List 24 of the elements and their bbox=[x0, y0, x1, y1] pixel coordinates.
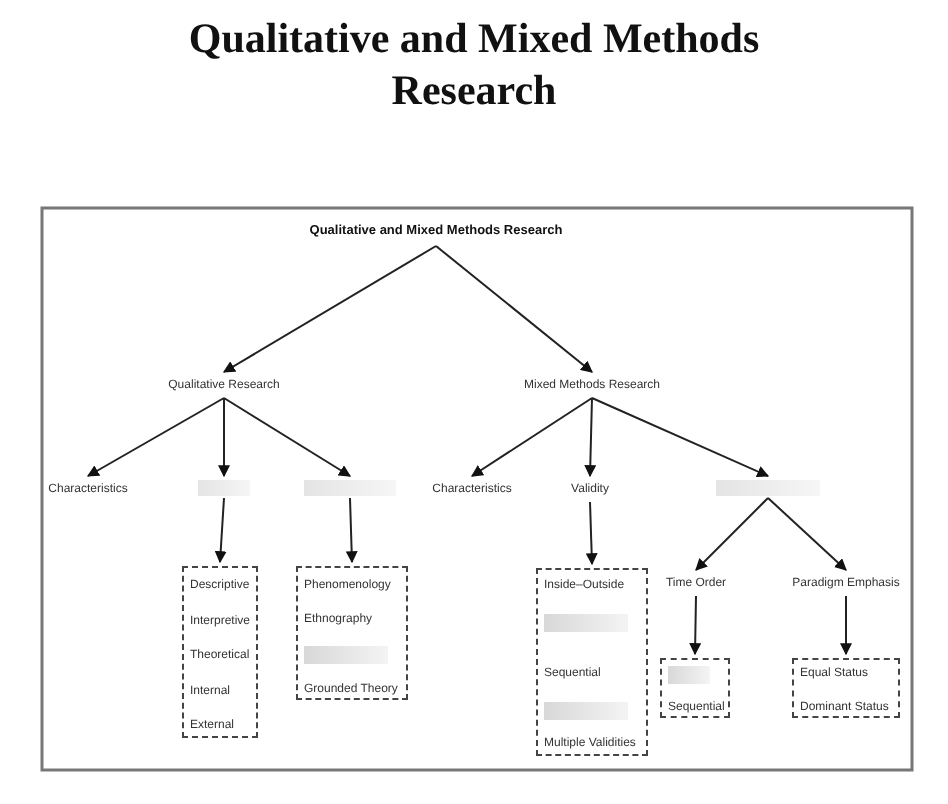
diagram-title: Qualitative and Mixed Methods Research bbox=[186, 12, 762, 116]
arrow bbox=[218, 397, 230, 478]
arrow bbox=[214, 497, 227, 564]
arrow bbox=[591, 397, 770, 478]
arrow bbox=[471, 397, 593, 477]
arrow bbox=[767, 497, 847, 571]
arrow bbox=[584, 397, 597, 478]
blank-patch bbox=[198, 480, 250, 496]
arrow bbox=[840, 595, 852, 656]
arrow bbox=[222, 245, 437, 373]
arrow bbox=[345, 497, 358, 564]
dashed-list-box bbox=[792, 658, 900, 718]
arrow bbox=[86, 397, 225, 477]
dashed-list-box bbox=[536, 568, 648, 756]
arrow bbox=[585, 501, 598, 566]
blank-patch bbox=[304, 480, 396, 496]
arrow bbox=[435, 245, 593, 373]
dashed-list-box bbox=[296, 566, 408, 700]
arrow bbox=[695, 497, 769, 571]
arrow bbox=[689, 595, 702, 656]
dashed-list-box bbox=[660, 658, 730, 718]
dashed-list-box bbox=[182, 566, 258, 738]
arrow bbox=[223, 397, 351, 477]
blank-patch bbox=[716, 480, 820, 496]
